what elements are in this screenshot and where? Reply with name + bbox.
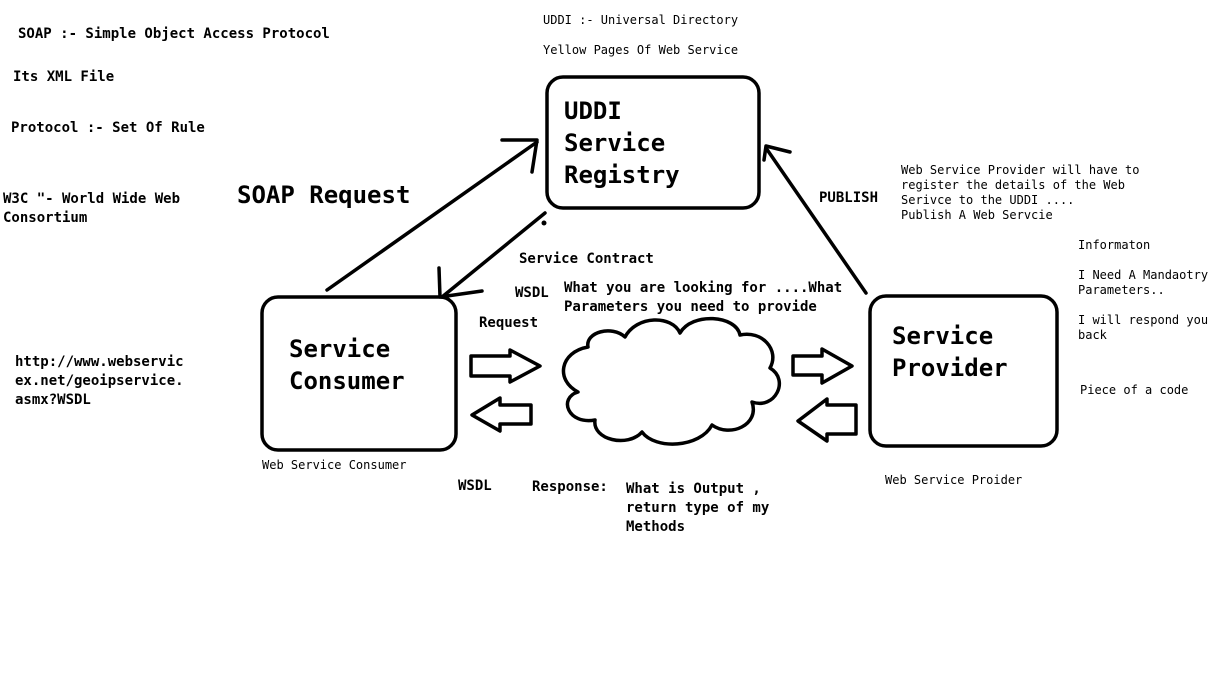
- provider-caption: Web Service Proider: [885, 473, 1023, 487]
- looking-for-line-1: What you are looking for ....What: [564, 280, 843, 296]
- registry-title-line-3: Registry: [564, 161, 680, 189]
- cloud-shape: [561, 316, 782, 446]
- looking-for-line-2: Parameters you need to provide: [564, 299, 817, 315]
- wsdl-url-line-3: asmx?WSDL: [15, 392, 91, 408]
- response-block-arrow-provider: [796, 397, 858, 443]
- soap-request-label: SOAP Request: [237, 181, 411, 209]
- soap-request-arrow: [325, 138, 539, 292]
- request-block-arrow: [469, 348, 542, 384]
- yellow-pages-note: Yellow Pages Of Web Service: [543, 43, 739, 57]
- dot-marker: [541, 220, 547, 226]
- respond-note-line-2: back: [1078, 328, 1107, 342]
- uddi-definition: UDDI :- Universal Directory: [543, 13, 739, 27]
- response-block-arrow-consumer: [470, 396, 533, 433]
- consumer-caption: Web Service Consumer: [262, 458, 407, 472]
- uddi-registry-box: [545, 75, 761, 210]
- request-block-arrow-provider: [791, 347, 854, 385]
- mandatory-note-line-2: Parameters..: [1078, 283, 1165, 297]
- provider-note-line-4: Publish A Web Servcie: [901, 208, 1053, 222]
- wsdl-label-top: WSDL: [515, 285, 549, 301]
- soap-definition: SOAP :- Simple Object Access Protocol: [18, 26, 330, 42]
- respond-note-line-1: I will respond you: [1078, 313, 1209, 327]
- provider-note-line-2: register the details of the Web: [901, 178, 1125, 192]
- service-contract-label: Service Contract: [519, 251, 654, 267]
- request-label: Request: [479, 315, 539, 331]
- registry-title-line-2: Service: [564, 129, 666, 157]
- piece-of-code-note: Piece of a code: [1080, 383, 1189, 397]
- output-line-1: What is Output ,: [626, 481, 761, 497]
- output-line-3: Methods: [626, 519, 686, 535]
- information-note: Informaton: [1078, 238, 1151, 252]
- mandatory-note-line-1: I Need A Mandaotry: [1078, 268, 1209, 282]
- protocol-definition: Protocol :- Set Of Rule: [11, 120, 205, 136]
- provider-note-line-1: Web Service Provider will have to: [901, 163, 1140, 177]
- provider-title-line-2: Provider: [892, 354, 1008, 382]
- w3c-line-1: W3C "- World Wide Web: [3, 191, 181, 207]
- wsdl-label-bottom: WSDL: [458, 478, 492, 494]
- registry-to-consumer-arrow: [437, 211, 547, 299]
- provider-note-line-3: Serivce to the UDDI ....: [901, 193, 1075, 207]
- provider-title-line-1: Service: [892, 322, 994, 350]
- publish-arrow: [762, 144, 868, 295]
- response-label: Response:: [532, 479, 608, 495]
- publish-label: PUBLISH: [819, 190, 879, 206]
- wsdl-url-line-1: http://www.webservic: [15, 354, 184, 370]
- service-provider-box: [868, 294, 1059, 448]
- output-line-2: return type of my: [626, 500, 770, 516]
- w3c-line-2: Consortium: [3, 210, 88, 226]
- wsdl-url-line-2: ex.net/geoipservice.: [15, 373, 184, 389]
- registry-title-line-1: UDDI: [564, 97, 622, 125]
- consumer-title-line-2: Consumer: [289, 367, 405, 395]
- service-consumer-box: [260, 295, 458, 452]
- xml-note: Its XML File: [13, 69, 115, 85]
- consumer-title-line-1: Service: [289, 335, 391, 363]
